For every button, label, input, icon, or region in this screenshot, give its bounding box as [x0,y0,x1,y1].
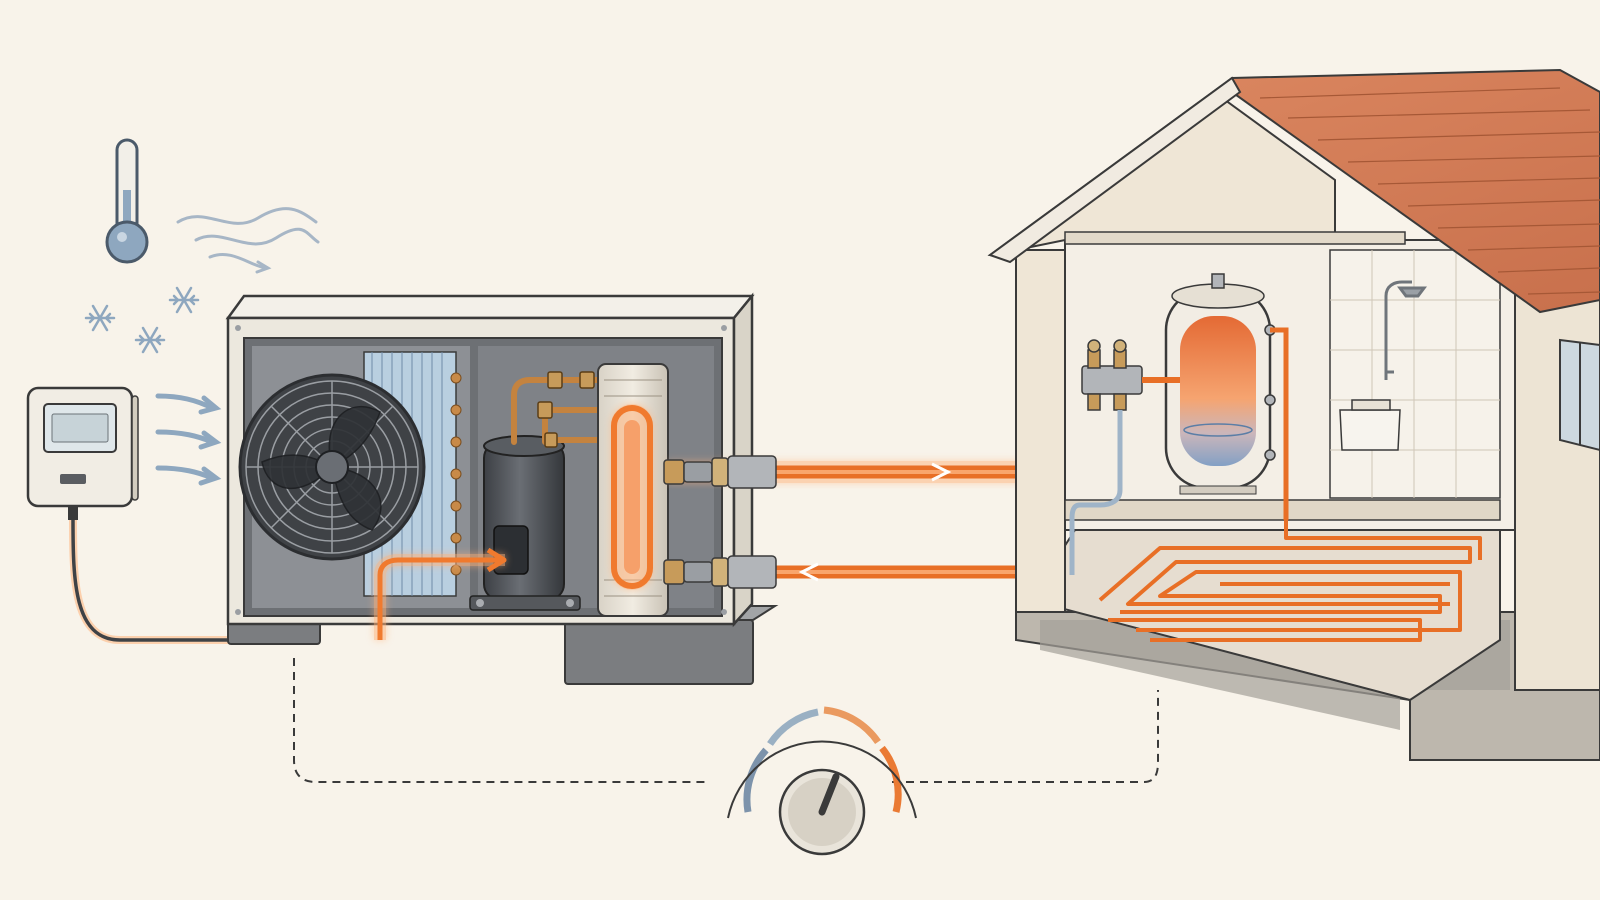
thermostat-scale [743,706,902,813]
thermostat-needle [818,773,840,816]
power-cable [69,519,232,644]
window [1559,338,1600,452]
fan-icon [238,373,426,561]
snowflake-icon [84,286,200,354]
power-cable-core [71,519,232,642]
thermometer-icon [105,138,149,264]
outdoor-heat-pump-unit [225,292,779,685]
roof [987,68,1600,314]
compressor-icon [469,435,581,611]
thermostat-dial-icon [727,706,917,856]
cold-supply-pipe [1069,410,1123,575]
sink-icon [1339,399,1401,451]
manifold-valves [1081,339,1143,411]
wind-icon [176,207,320,274]
controller-box-icon [26,386,139,520]
shower-icon [1384,280,1427,380]
hot-water-tank-icon [1164,273,1276,495]
tank-outlet-pipe [1270,327,1289,520]
heat-exchanger-icon [597,363,669,617]
control-link [293,658,1159,783]
underfloor-heating-icon [1098,520,1482,642]
house-cutaway [987,68,1600,761]
airflow-arrow-icon [155,393,222,486]
